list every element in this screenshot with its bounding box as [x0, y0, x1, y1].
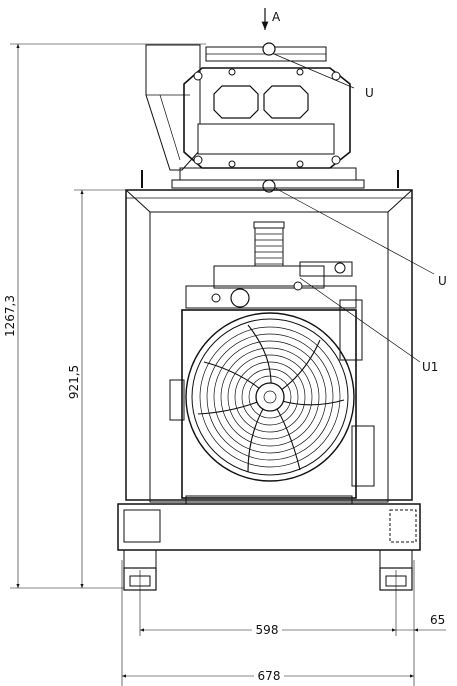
view-marker: A	[261, 8, 281, 30]
dim-foot-spacing: 598	[256, 623, 279, 637]
dim-total-height: 1267,3	[3, 295, 17, 337]
label-u-upper: U	[365, 86, 374, 100]
dimensions: 1267,3 921,5 598 65 678	[3, 43, 446, 686]
view-marker-label: A	[272, 10, 281, 24]
connection-bellows	[253, 221, 285, 266]
dim-total-width: 678	[258, 669, 281, 683]
frame	[125, 189, 413, 503]
label-u1: U1	[422, 360, 438, 374]
label-u-lower: U	[438, 274, 447, 288]
callouts: U U U1	[273, 53, 447, 374]
motor-fan-unit	[169, 261, 375, 505]
base-and-feet	[117, 503, 421, 591]
vacuum-pump-body	[141, 42, 399, 193]
dim-foot-offset: 65	[430, 613, 445, 627]
dim-frame-height: 921,5	[67, 365, 81, 399]
